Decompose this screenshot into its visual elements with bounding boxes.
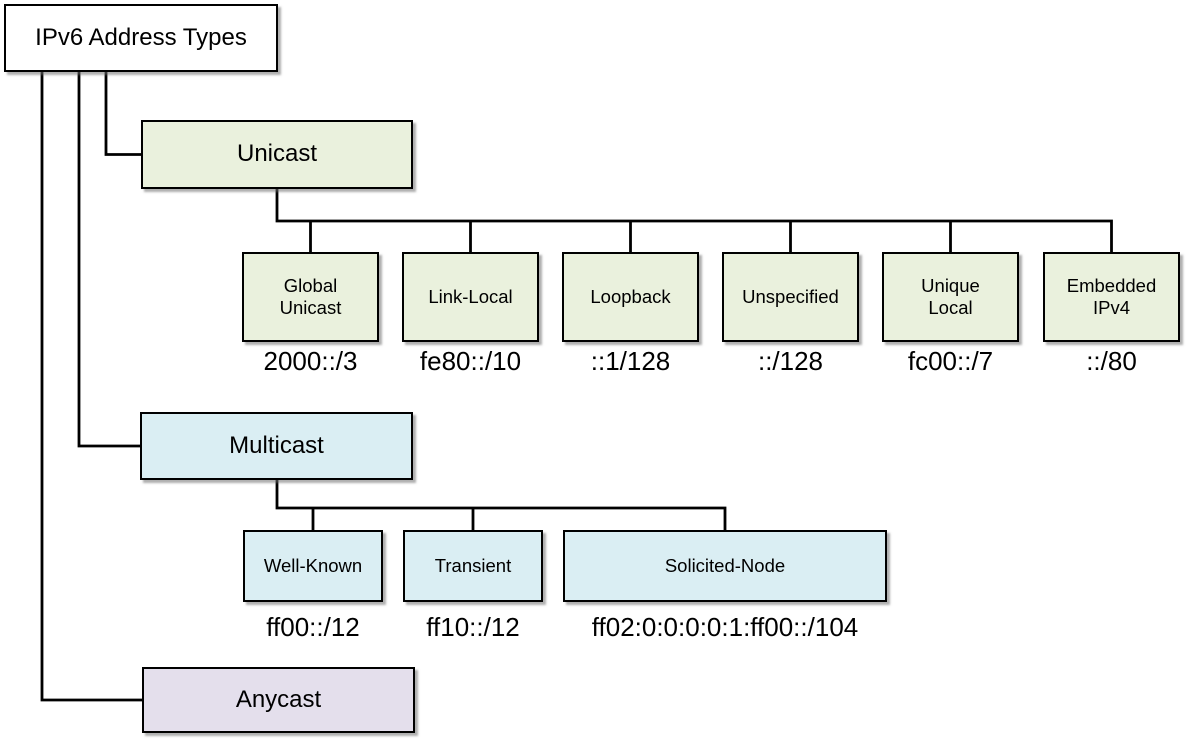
- branch-node-multicast: Multicast: [140, 412, 413, 480]
- branch-node-unicast: Unicast: [141, 120, 413, 189]
- address-label-unique-local: fc00::/7: [907, 346, 994, 376]
- leaf-node-solicited-node: Solicited-Node: [563, 530, 887, 602]
- address-label-global-unicast: 2000::/3: [263, 346, 358, 376]
- address-label-embedded-ipv4: ::/80: [1086, 346, 1137, 376]
- leaf-node-link-local: Link-Local: [402, 252, 539, 342]
- branch-node-anycast: Anycast: [142, 667, 415, 733]
- leaf-node-unique-local: Unique Local: [882, 252, 1019, 342]
- leaf-node-global-unicast: Global Unicast: [242, 252, 379, 342]
- address-label-transient: ff10::/12: [426, 612, 520, 642]
- address-label-unspecified: ::/128: [757, 346, 824, 376]
- leaf-node-embedded-ipv4: Embedded IPv4: [1043, 252, 1180, 342]
- address-label-well-known: ff00::/12: [266, 612, 360, 642]
- root-node-ipv6-address-types: IPv6 Address Types: [4, 4, 278, 72]
- leaf-node-loopback: Loopback: [562, 252, 699, 342]
- leaf-node-well-known: Well-Known: [243, 530, 383, 602]
- address-label-loopback: ::1/128: [590, 346, 671, 376]
- connector-multicast-bus: [275, 479, 727, 530]
- connector-root-multicast: [77, 71, 140, 448]
- leaf-node-transient: Transient: [403, 530, 543, 602]
- address-label-link-local: fe80::/10: [419, 346, 522, 376]
- leaf-node-unspecified: Unspecified: [722, 252, 859, 342]
- connector-root-anycast: [40, 71, 142, 702]
- address-label-solicited-node: ff02:0:0:0:0:1:ff00::/104: [591, 612, 859, 642]
- connector-root-unicast: [104, 71, 141, 156]
- connector-unicast-bus: [275, 188, 1113, 252]
